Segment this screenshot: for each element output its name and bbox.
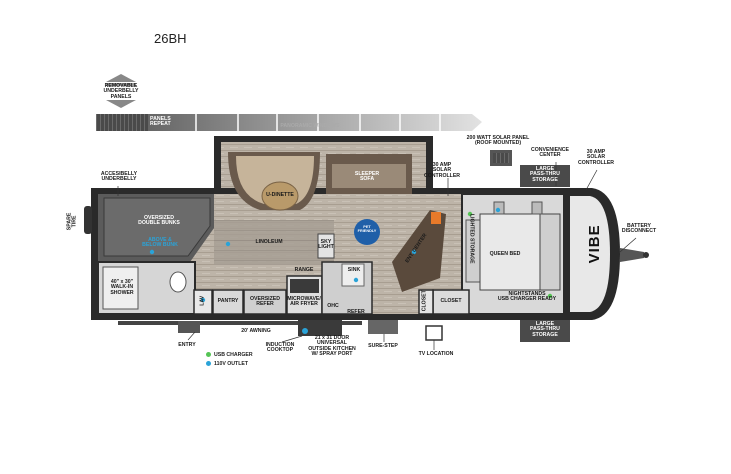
accessible-underbelly-label: ACCESIBELLY UNDERBELLY — [100, 171, 138, 183]
closet-right-label: CLOSET — [440, 298, 462, 304]
amp30-right-label: 30 AMP SOLAR CONTROLLER — [578, 149, 615, 166]
skylight-label: SKY LIGHT — [318, 239, 334, 251]
panels-arrow — [96, 114, 482, 131]
battery-label: BATTERY DISCONNECT — [621, 223, 657, 235]
outlet-markers — [149, 207, 553, 303]
above-below-bunk-label: ABOVE & BELOW BUNK — [142, 237, 178, 249]
sleeper-sofa-label: SLEEPER SOFA — [354, 171, 380, 183]
removable-underbelly-label: REMOVABLE UNDERBELLY PANELS — [103, 83, 139, 100]
nightstands-label: NIGHTSTANDS USB CHARGER READY — [497, 291, 557, 303]
entry-label: ENTRY — [178, 342, 196, 348]
usb-charger-icon — [206, 352, 211, 358]
leader-lines — [117, 162, 637, 350]
legend-outlet: 110V OUTLET — [206, 361, 248, 367]
induction-label: INDUCTION COOKTOP — [265, 342, 295, 354]
convenience-center-label: CONVENIENCE CENTER — [530, 147, 570, 159]
bunks-label: OVERSIZED DOUBLE BUNKS — [138, 215, 180, 227]
legend-usb: USB CHARGER — [206, 352, 253, 358]
lighted-storage-label: LIGHTED STORAGE — [468, 213, 475, 264]
outlet-icon — [206, 361, 211, 367]
closet-vertical-label: CLOSET — [421, 290, 428, 312]
shower-label: 40" x 30" WALK-IN SHOWER — [110, 279, 134, 296]
microwave-label: MICROWAVE/ AIR FRYER — [287, 296, 321, 308]
door-kitchen-label: 21 x 31 DOOR UNIVERSAL OUTSIDE KITCHEN W… — [308, 335, 356, 358]
underbelly-panel-icon — [106, 74, 136, 108]
range-label: RANGE — [294, 267, 314, 273]
pet-friendly-logo: PET FRIENDLY — [357, 225, 377, 233]
tv-location-label: TV LOCATION — [418, 351, 454, 357]
brand-label: VIBE — [586, 224, 604, 264]
sink-label: SINK — [347, 267, 361, 273]
amp30-left-label: 30 AMP SOLAR CONTROLLER — [424, 162, 461, 179]
queen-bed-label: QUEEN BED — [489, 251, 521, 257]
spare-tire-label: SPARE TIRE — [66, 212, 78, 231]
oversized-refer-label: OVERSIZED REFER — [250, 296, 280, 308]
awning-label: 20' AWNING — [241, 328, 271, 334]
linoleum-label: LINOLEUM — [255, 239, 283, 245]
pass-thru-storage-bottom-label: LARGE PASS-THRU STORAGE — [530, 321, 560, 338]
model-number: 26BH — [154, 31, 187, 46]
trailer-body — [84, 136, 649, 342]
pass-thru-storage-top-label: LARGE PASS-THRU STORAGE — [530, 166, 560, 183]
ohc-label: OHC — [327, 303, 339, 309]
lav-label: LAV — [199, 295, 206, 306]
panels-repeat-label: PANELS REPEAT — [150, 116, 171, 128]
u-dinette-label: U-DINETTE — [266, 192, 294, 198]
refer-label: REFER — [347, 309, 365, 315]
panoramic-label: PANORAMIC WINDOWS — [280, 123, 340, 129]
solar-panel-label: 200 WATT SOLAR PANEL (ROOF MOUNTED) — [466, 135, 530, 147]
sure-step-label: SURE-STEP — [368, 343, 398, 349]
pantry-label: PANTRY — [217, 298, 239, 304]
